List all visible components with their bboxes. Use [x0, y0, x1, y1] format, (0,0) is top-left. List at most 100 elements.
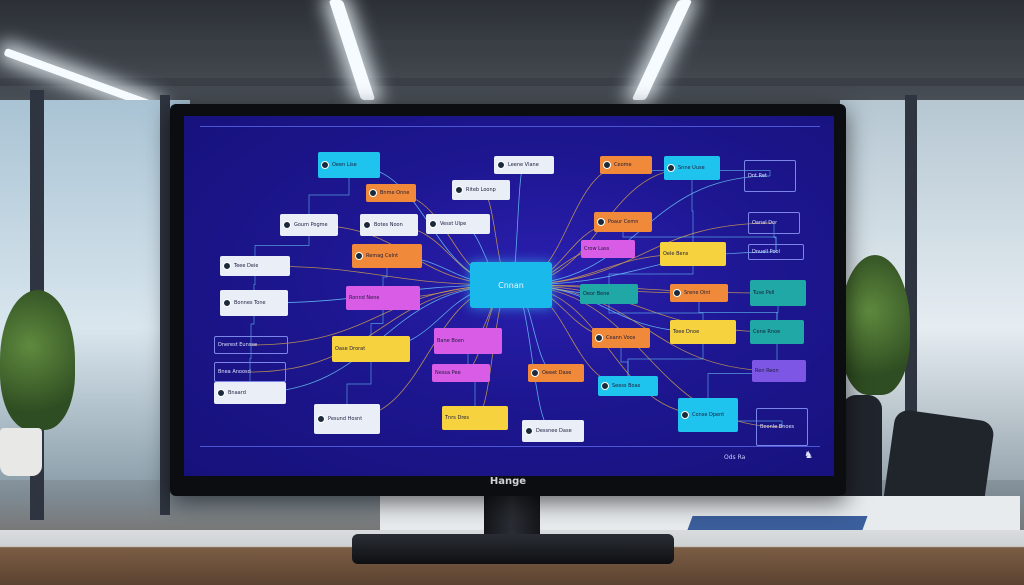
avatar-icon — [321, 161, 329, 169]
node-yellow-bottom[interactable]: Tnrs Dres — [442, 406, 508, 430]
avatar-icon — [673, 289, 681, 297]
node-label: Dnerest Eunsse — [218, 342, 258, 348]
screen-bottom-rule — [200, 446, 820, 447]
avatar-icon — [223, 262, 231, 270]
node-teal-right-1[interactable]: Oeor Bene — [580, 284, 638, 304]
office-chair — [842, 395, 882, 505]
node-white-mid-1[interactable]: Botes Noon — [360, 214, 418, 236]
ceiling — [0, 0, 1024, 110]
node-magenta-center[interactable]: Bane Boen — [434, 328, 502, 354]
avatar-icon — [283, 221, 291, 229]
node-white-top-center[interactable]: Riteb Loonp — [452, 180, 510, 200]
avatar-icon — [681, 411, 689, 419]
horse-logo-icon: ♞ — [804, 450, 813, 461]
connection-line — [249, 284, 512, 373]
node-label: Goum Pogme — [294, 222, 328, 228]
plant-pot — [0, 428, 42, 476]
node-label: Remag Celnt — [366, 253, 399, 259]
node-label: Beonle Bnoes — [760, 424, 795, 430]
node-label: Riteb Loonp — [466, 187, 496, 193]
node-white-top-center-2[interactable]: Leene Vlane — [494, 156, 554, 174]
node-label: Oase Drorat — [335, 346, 366, 352]
node-yellow-left[interactable]: Oase Drorat — [332, 336, 410, 362]
node-outline-left-3[interactable]: Dnerest Eunsse — [214, 336, 288, 354]
node-label: Oanal Dor — [752, 220, 778, 226]
node-label: Cene Rnoe — [753, 329, 781, 335]
node-label: Botes Noon — [374, 222, 403, 228]
connection-line — [346, 349, 372, 419]
node-label: Bnme Onne — [380, 190, 410, 196]
avatar-icon — [531, 369, 539, 377]
connection-line — [691, 168, 694, 254]
node-cyan-bottom-right[interactable]: Conse Dpent — [678, 398, 738, 432]
node-label: Oele Bens — [663, 251, 689, 257]
node-outline-right-1[interactable]: Oanal Dor — [748, 212, 800, 234]
node-label: Bane Boen — [437, 338, 465, 344]
node-label: Nessa Pee — [435, 370, 461, 376]
node-white-left-3[interactable]: Bonnes Tone — [220, 290, 288, 316]
node-outline-left-4[interactable]: Bnea Anoosd — [214, 362, 286, 382]
node-label: Teee Dnoe — [673, 329, 700, 335]
node-label: Ceome — [614, 162, 632, 168]
node-white-left-4[interactable]: Bnaard — [214, 382, 286, 404]
avatar-icon — [455, 186, 463, 194]
connection-line — [707, 332, 778, 415]
avatar-icon — [369, 189, 377, 197]
node-magenta-small[interactable]: Nessa Pee — [432, 364, 490, 382]
node-magenta-left[interactable]: Ronnd Nene — [346, 286, 420, 310]
node-label: Pesund Hosnt — [328, 416, 363, 422]
avatar-icon — [497, 161, 505, 169]
node-label: Crow Lass — [584, 246, 610, 252]
node-purple-right[interactable]: Ren Reon — [752, 360, 806, 382]
node-label: Ronnd Nene — [349, 295, 380, 301]
node-label: Conse Dpent — [692, 412, 725, 418]
node-orange-lower[interactable]: Oeeet Dase — [528, 364, 584, 382]
node-cyan-top-right[interactable]: Snne Uuse — [664, 156, 720, 180]
node-label: Bnaard — [228, 390, 246, 396]
node-outline-right-2[interactable]: Dnuell Pool — [748, 244, 804, 260]
node-orange-center-right[interactable]: Ceann Voos — [592, 328, 650, 348]
node-white-mid-2[interactable]: Vesst Ulpe — [426, 214, 490, 234]
node-label: Oeeet Dase — [542, 370, 572, 376]
connection-line — [510, 284, 779, 294]
node-yellow-right-2[interactable]: Teee Dnoe — [670, 320, 736, 344]
node-cyan-top-left[interactable]: Oeen Lise — [318, 152, 380, 178]
avatar-icon — [601, 382, 609, 390]
avatar-icon — [597, 218, 605, 226]
node-outline-top-right[interactable]: Dnt Ret — [744, 160, 796, 192]
node-outline-bottom-right[interactable]: Beonle Bnoes — [756, 408, 808, 446]
node-label: Srene Oint — [684, 290, 711, 296]
node-label: Oeen Lise — [332, 162, 357, 168]
node-cyan-lower[interactable]: Seess Boas — [598, 376, 658, 396]
node-orange-top-right[interactable]: Ceome — [600, 156, 652, 174]
node-label: Seess Boas — [612, 383, 641, 389]
node-orange-mid-right[interactable]: Poaur Cemn — [594, 212, 652, 232]
node-white-bottom[interactable]: Dessnee Dase — [522, 420, 584, 442]
avatar-icon — [217, 389, 225, 397]
node-label: Teee Deie — [234, 263, 259, 269]
node-label: Ren Reon — [755, 368, 779, 374]
avatar-icon — [363, 221, 371, 229]
node-label: Snne Uuse — [678, 165, 705, 171]
node-white-bottom-left[interactable]: Pesund Hosnt — [314, 404, 380, 434]
node-white-left-1[interactable]: Goum Pogme — [280, 214, 338, 236]
node-teal-right-3[interactable]: Cene Rnoe — [750, 320, 804, 344]
connection-line — [308, 165, 350, 225]
node-teal-right-2[interactable]: Tuse Pell — [750, 280, 806, 306]
node-orange-top-left[interactable]: Bnme Onne — [366, 184, 416, 202]
node-yellow-right[interactable]: Oele Bens — [660, 242, 726, 266]
node-magenta-mid[interactable]: Crow Lass — [581, 240, 635, 258]
node-label: Tuse Pell — [753, 290, 775, 296]
monitor-stand — [484, 495, 540, 540]
desk-mat — [687, 516, 868, 530]
node-orange-left-2[interactable]: Remag Celnt — [352, 244, 422, 268]
node-orange-right-2[interactable]: Srene Oint — [670, 284, 728, 302]
monitor-base — [352, 534, 674, 564]
central-hub-node[interactable]: Cnnan — [470, 262, 552, 308]
connection-line — [254, 265, 512, 286]
avatar-icon — [429, 220, 437, 228]
node-white-left-2[interactable]: Teee Deie — [220, 256, 290, 276]
node-label: Ceann Voos — [606, 335, 636, 341]
